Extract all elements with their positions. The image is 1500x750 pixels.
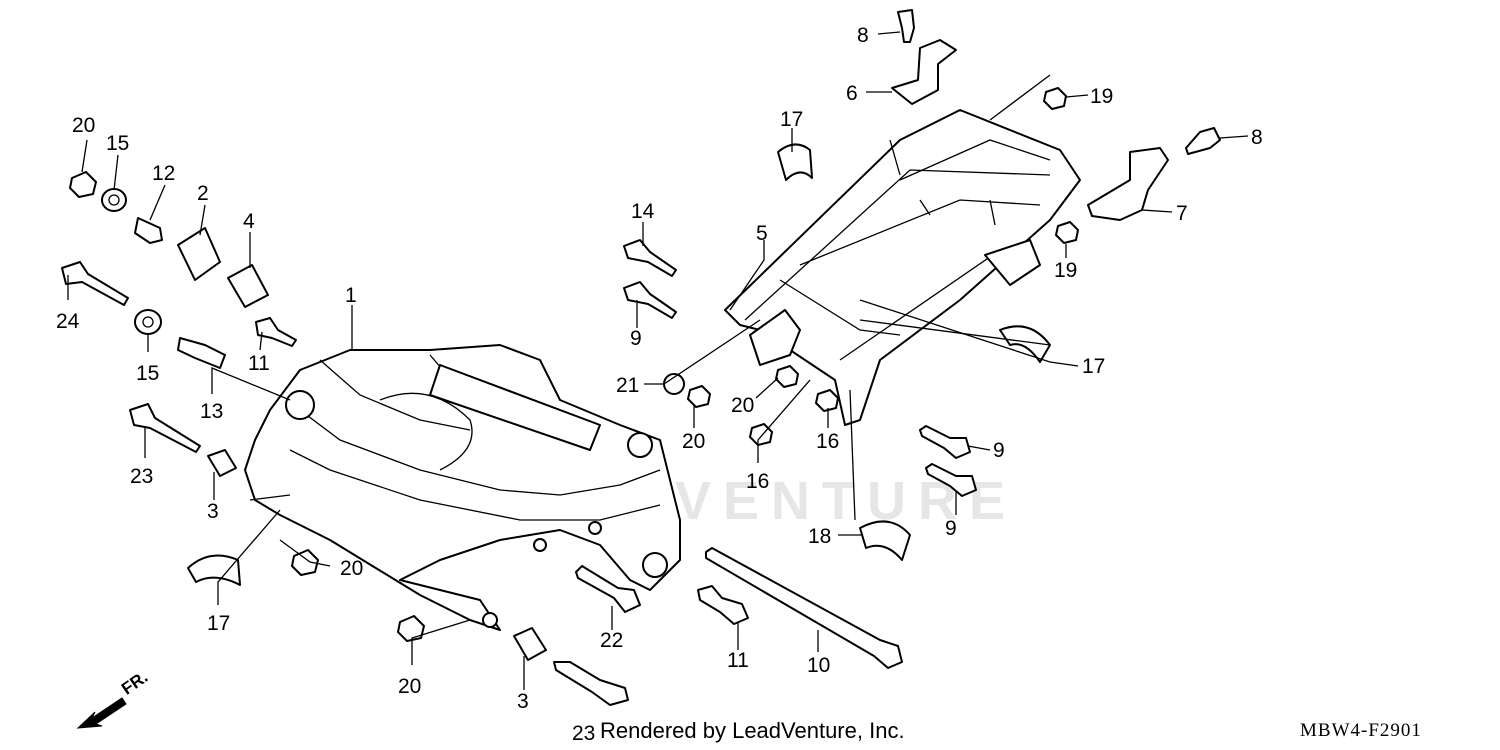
nut-20a [69, 171, 97, 198]
bolt-23b [553, 661, 629, 706]
front-arrow-icon [76, 697, 127, 729]
leader-lines [67, 31, 1249, 690]
bolt-9a [623, 281, 677, 319]
callout-24: 24 [56, 310, 80, 333]
bolt-8b [1185, 127, 1221, 155]
callout-7: 7 [1176, 202, 1188, 225]
callout-20c: 20 [398, 675, 421, 698]
callout-11b: 11 [727, 649, 749, 672]
callout-20: 20 [72, 114, 95, 137]
callout-12: 12 [152, 162, 175, 185]
callout-3b: 3 [517, 690, 529, 713]
callout-21: 21 [616, 374, 639, 397]
sub-frame-drawing [724, 109, 1081, 426]
nut-20c [397, 615, 425, 642]
diagram-code: MBW4-F2901 [1300, 720, 1422, 741]
small-parts [61, 9, 1221, 706]
callout-10: 10 [807, 654, 830, 677]
callout-8b: 8 [1251, 126, 1263, 149]
clamp-18 [859, 520, 911, 561]
clamp-17c [999, 325, 1051, 363]
callout-8: 8 [857, 24, 869, 47]
clamp-17b [777, 143, 813, 181]
callout-9b: 9 [993, 439, 1005, 462]
bolt-11a [255, 317, 297, 347]
bolt-23a [129, 403, 201, 453]
bolt-24 [61, 261, 129, 306]
nut-19a [1043, 87, 1067, 110]
bracket-7 [1087, 147, 1169, 221]
bolt-9b [919, 425, 971, 459]
nut-20b [291, 549, 319, 576]
bolt-8a [897, 9, 915, 43]
collar-2 [177, 227, 221, 281]
callout-14: 14 [631, 200, 655, 223]
callout-1: 1 [345, 284, 357, 307]
long-bolt-10 [705, 547, 903, 669]
callout-18: 18 [808, 525, 831, 548]
main-frame-drawing [244, 344, 681, 631]
callout-23b: 23 [572, 722, 595, 745]
bracket-6 [891, 39, 957, 105]
nut-20d [687, 385, 711, 408]
callout-17c: 17 [1082, 355, 1105, 378]
nut-15b [134, 309, 162, 335]
callout-17: 17 [207, 612, 230, 635]
collar-3a [207, 449, 237, 477]
callout-20d: 20 [682, 430, 705, 453]
bolt-12 [134, 217, 163, 244]
bolt-11b [697, 585, 749, 625]
render-credit: Rendered by LeadVenture, Inc. [600, 718, 905, 743]
collar-3b [513, 627, 547, 661]
callout-20e: 20 [731, 394, 754, 417]
bolt-13 [177, 337, 226, 369]
callout-17b: 17 [780, 108, 803, 131]
callout-19: 19 [1090, 85, 1113, 108]
clamp-17a [187, 554, 241, 586]
callout-9c: 9 [945, 517, 957, 540]
callout-13: 13 [200, 400, 223, 423]
bolt-9c [925, 463, 977, 497]
callout-labels: 20 15 12 2 4 1 24 15 11 13 23 3 20 17 20… [56, 24, 1263, 745]
callout-4: 4 [243, 210, 255, 233]
callout-23: 23 [130, 465, 153, 488]
callout-3: 3 [207, 500, 219, 523]
callout-15: 15 [106, 132, 129, 155]
callout-16: 16 [746, 470, 769, 493]
bolt-14 [623, 239, 677, 277]
nut-15a [101, 188, 127, 212]
callout-22: 22 [600, 629, 623, 652]
collar-4 [227, 264, 269, 308]
nut-16b [815, 389, 839, 412]
callout-9: 9 [630, 327, 642, 350]
callout-2: 2 [197, 182, 209, 205]
nut-19b [1055, 221, 1079, 244]
nut-20e [775, 365, 799, 388]
callout-20b: 20 [340, 557, 363, 580]
callout-11: 11 [248, 352, 270, 375]
callout-19b: 19 [1054, 259, 1077, 282]
bolt-22 [575, 565, 641, 613]
callout-6: 6 [846, 82, 858, 105]
callout-15b: 15 [136, 362, 159, 385]
callout-16b: 16 [816, 430, 839, 453]
callout-5: 5 [756, 222, 768, 245]
